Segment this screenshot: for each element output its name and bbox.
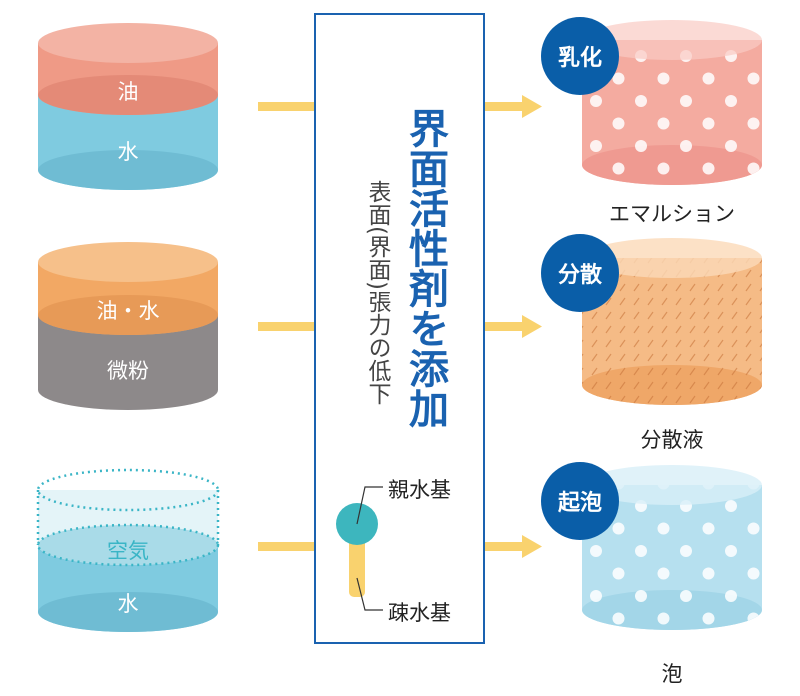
cylinder-dispersion (582, 238, 762, 405)
center-title: 界面活性剤を添加 (402, 108, 448, 428)
input-bar-1 (258, 102, 315, 111)
caption-foam: 泡 (661, 662, 683, 686)
caption-dispersion: 分散液 (640, 428, 704, 452)
cylinder-air-water (36, 468, 220, 632)
label-water-2: 水 (117, 592, 139, 616)
label-oil-water: 油・水 (96, 299, 160, 323)
label-air: 空気 (107, 539, 149, 563)
cylinder-oil-water (38, 23, 218, 190)
cylinder-liquid-powder (38, 242, 218, 410)
surfactant-molecule-icon (336, 486, 383, 611)
label-powder: 微粉 (107, 359, 149, 383)
cylinder-foam (582, 465, 762, 630)
caption-emulsion: エマルション (609, 202, 735, 226)
label-oil: 油 (117, 80, 139, 104)
badge-dispersion: 分散 (541, 234, 619, 312)
arrow-icon (485, 95, 542, 558)
hydrophilic-label: 親水基 (388, 478, 451, 502)
label-water: 水 (117, 140, 139, 164)
badge-foaming: 起泡 (541, 462, 619, 540)
input-bar-2 (258, 322, 315, 331)
center-subtitle: 表面(界面)張力の低下 (364, 180, 390, 405)
input-bar-3 (258, 542, 315, 551)
hydrophobic-label: 疎水基 (388, 601, 451, 625)
badge-emulsification: 乳化 (541, 17, 619, 95)
cylinder-emulsion (582, 20, 762, 185)
